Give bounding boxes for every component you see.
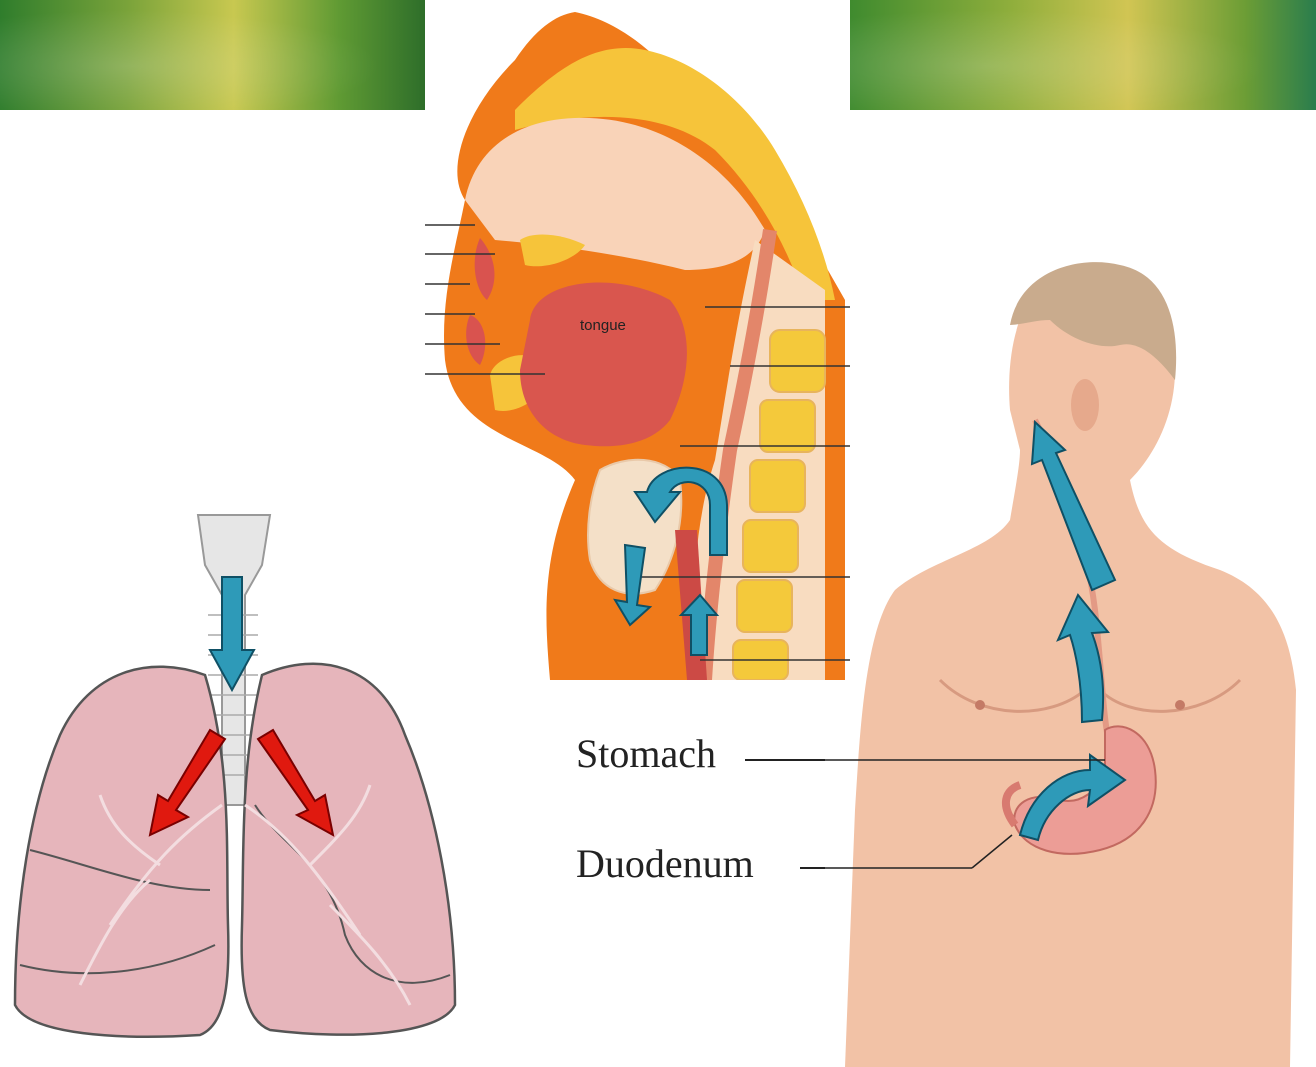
tongue [520, 283, 687, 447]
torso-diagram [820, 250, 1316, 1067]
nipple-left [975, 700, 985, 710]
stomach-label: Stomach [576, 730, 716, 777]
banner-right [846, 0, 1316, 110]
stomach-leader-ext [745, 759, 825, 761]
duodenum-label: Duodenum [576, 840, 754, 887]
head-cross-section: tongue [425, 0, 850, 680]
banner-left [0, 0, 425, 110]
ear [1071, 379, 1099, 431]
lungs-diagram [0, 505, 462, 1057]
tongue-label: tongue [580, 317, 626, 334]
nipple-right [1175, 700, 1185, 710]
torso-body [845, 270, 1296, 1067]
duodenum-leader-ext [800, 867, 825, 869]
